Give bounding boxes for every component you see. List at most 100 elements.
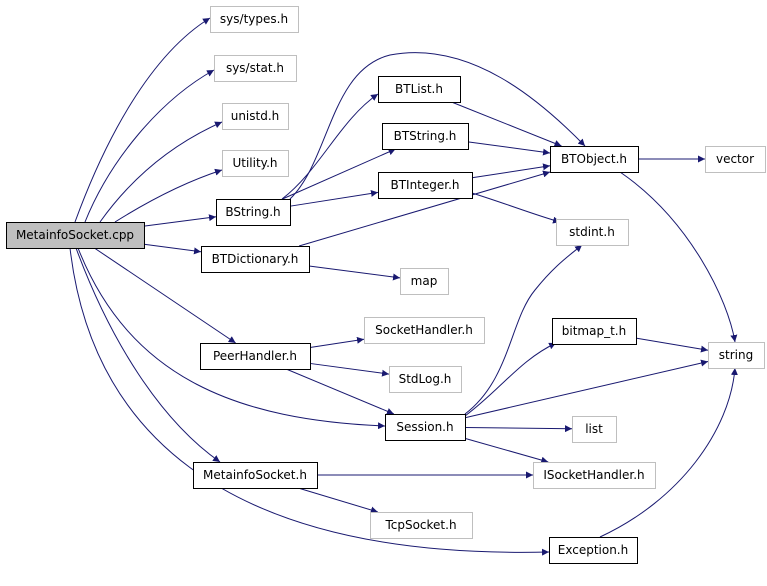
edge-btdictionary-h-to-map xyxy=(308,265,401,281)
node-utility-h: Utility.h xyxy=(222,150,289,177)
edge-metainfosocket-h-to-tcpsocket-h xyxy=(298,487,378,514)
edge-session-h-to-isockethandler-h xyxy=(464,437,549,464)
nodes-layer: MetainfoSocket.cpp sys/types.h sys/stat.h u… xyxy=(6,6,766,564)
node-box xyxy=(382,123,469,150)
node-isockethandler-h: ISocketHandler.h xyxy=(533,462,656,489)
node-label: string xyxy=(719,348,753,362)
node-label: Session.h xyxy=(396,420,453,434)
node-box xyxy=(572,416,617,443)
node-stdint-h: stdint.h xyxy=(556,219,629,246)
node-box xyxy=(210,6,299,33)
node-box xyxy=(552,318,637,345)
node-exception-h[interactable]: Exception.h xyxy=(549,537,638,564)
node-btlist-h[interactable]: BTList.h xyxy=(378,76,461,103)
node-box xyxy=(556,219,629,246)
edge-exception-h-to-string xyxy=(599,367,738,538)
edge-peerhandler-h-to-stdlog-h xyxy=(309,362,390,377)
node-bstring-h[interactable]: BString.h xyxy=(216,199,291,226)
node-box xyxy=(216,199,291,226)
edge-btstring-h-to-btobject-h xyxy=(467,141,551,156)
node-box xyxy=(200,343,311,370)
node-peerhandler-h[interactable]: PeerHandler.h xyxy=(200,343,311,370)
node-box xyxy=(222,150,289,177)
node-label: list xyxy=(585,422,603,436)
node-label: unistd.h xyxy=(231,109,280,123)
node-string: string xyxy=(708,342,765,369)
node-label: StdLog.h xyxy=(399,372,452,386)
node-box xyxy=(705,146,766,173)
edge-session-h-to-stdint-h xyxy=(464,244,583,415)
node-btinteger-h[interactable]: BTInteger.h xyxy=(378,172,473,199)
edge-metainfosocket-cpp-to-unistd-h xyxy=(99,121,223,223)
edge-bitmap-t-h-to-string xyxy=(635,337,709,353)
node-label: TcpSocket.h xyxy=(384,518,456,532)
node-tcpsocket-h: TcpSocket.h xyxy=(370,512,473,539)
node-btdictionary-h[interactable]: BTDictionary.h xyxy=(201,246,310,273)
edge-peerhandler-h-to-session-h xyxy=(285,368,395,415)
node-box xyxy=(222,103,289,130)
edge-metainfosocket-cpp-to-peerhandler-h xyxy=(94,247,236,344)
node-sys-stat-h: sys/stat.h xyxy=(214,55,297,82)
node-box xyxy=(385,414,466,441)
node-bitmap-t-h[interactable]: bitmap_t.h xyxy=(552,318,637,345)
node-box xyxy=(193,462,318,489)
node-box xyxy=(400,268,449,295)
node-box xyxy=(214,55,297,82)
edge-metainfosocket-cpp-to-session-h xyxy=(77,247,386,430)
edge-metainfosocket-cpp-to-bstring-h xyxy=(143,214,217,227)
edge-session-h-to-string xyxy=(464,359,709,419)
edge-bstring-h-to-btobject-h xyxy=(289,52,586,200)
node-box xyxy=(550,146,639,173)
node-label: stdint.h xyxy=(569,225,615,239)
node-label: Exception.h xyxy=(558,543,628,557)
edge-metainfosocket-cpp-to-btdictionary-h xyxy=(143,243,202,255)
node-label: vector xyxy=(716,152,754,166)
node-label: map xyxy=(411,274,438,288)
node-unistd-h: unistd.h xyxy=(222,103,289,130)
node-label: MetainfoSocket.cpp xyxy=(16,228,134,242)
edges-layer xyxy=(69,17,738,556)
edge-metainfosocket-cpp-to-sys-stat-h xyxy=(84,69,215,223)
node-label: ISocketHandler.h xyxy=(543,468,644,482)
node-label: sys/stat.h xyxy=(226,61,284,75)
node-box xyxy=(201,246,310,273)
edge-bstring-h-to-btlist-h xyxy=(281,93,379,200)
node-metainfosocket-cpp[interactable]: MetainfoSocket.cpp xyxy=(6,222,145,249)
edge-peerhandler-h-to-sockethandler-h xyxy=(309,336,365,349)
edge-btinteger-h-to-btobject-h xyxy=(471,163,551,179)
node-metainfosocket-h[interactable]: MetainfoSocket.h xyxy=(193,462,318,489)
edge-bstring-h-to-btstring-h xyxy=(282,148,396,200)
node-list: list xyxy=(572,416,617,443)
node-label: BTList.h xyxy=(395,82,443,96)
node-label: bitmap_t.h xyxy=(562,324,626,338)
node-session-h[interactable]: Session.h xyxy=(385,414,466,441)
edge-bstring-h-to-btinteger-h xyxy=(289,190,379,207)
node-sys-types-h: sys/types.h xyxy=(210,6,299,33)
edge-metainfosocket-cpp-to-metainfosocket-h xyxy=(75,247,221,463)
edge-btdictionary-h-to-btobject-h xyxy=(298,170,551,247)
node-label: Utility.h xyxy=(232,156,277,170)
node-sockethandler-h: SocketHandler.h xyxy=(364,317,485,344)
node-btstring-h[interactable]: BTString.h xyxy=(382,123,469,150)
node-label: SocketHandler.h xyxy=(375,323,473,337)
node-label: BTString.h xyxy=(394,129,457,143)
node-vector: vector xyxy=(705,146,766,173)
edge-btobject-h-to-string xyxy=(619,171,738,343)
node-map: map xyxy=(400,268,449,295)
node-label: BTObject.h xyxy=(561,152,627,166)
node-label: BString.h xyxy=(225,205,280,219)
node-box xyxy=(378,172,473,199)
node-stdlog-h: StdLog.h xyxy=(389,366,462,393)
node-btobject-h[interactable]: BTObject.h xyxy=(550,146,639,173)
edge-metainfosocket-cpp-to-sys-types-h xyxy=(74,17,211,223)
node-label: sys/types.h xyxy=(220,12,288,26)
node-box xyxy=(533,462,656,489)
node-label: BTInteger.h xyxy=(390,178,459,192)
edge-session-h-to-bitmap-t-h xyxy=(464,342,557,417)
edge-btinteger-h-to-stdint-h xyxy=(471,192,561,224)
node-label: MetainfoSocket.h xyxy=(203,468,307,482)
edge-metainfosocket-cpp-to-exception-h xyxy=(69,247,550,556)
node-box xyxy=(708,342,765,369)
edge-btlist-h-to-btobject-h xyxy=(451,101,562,147)
